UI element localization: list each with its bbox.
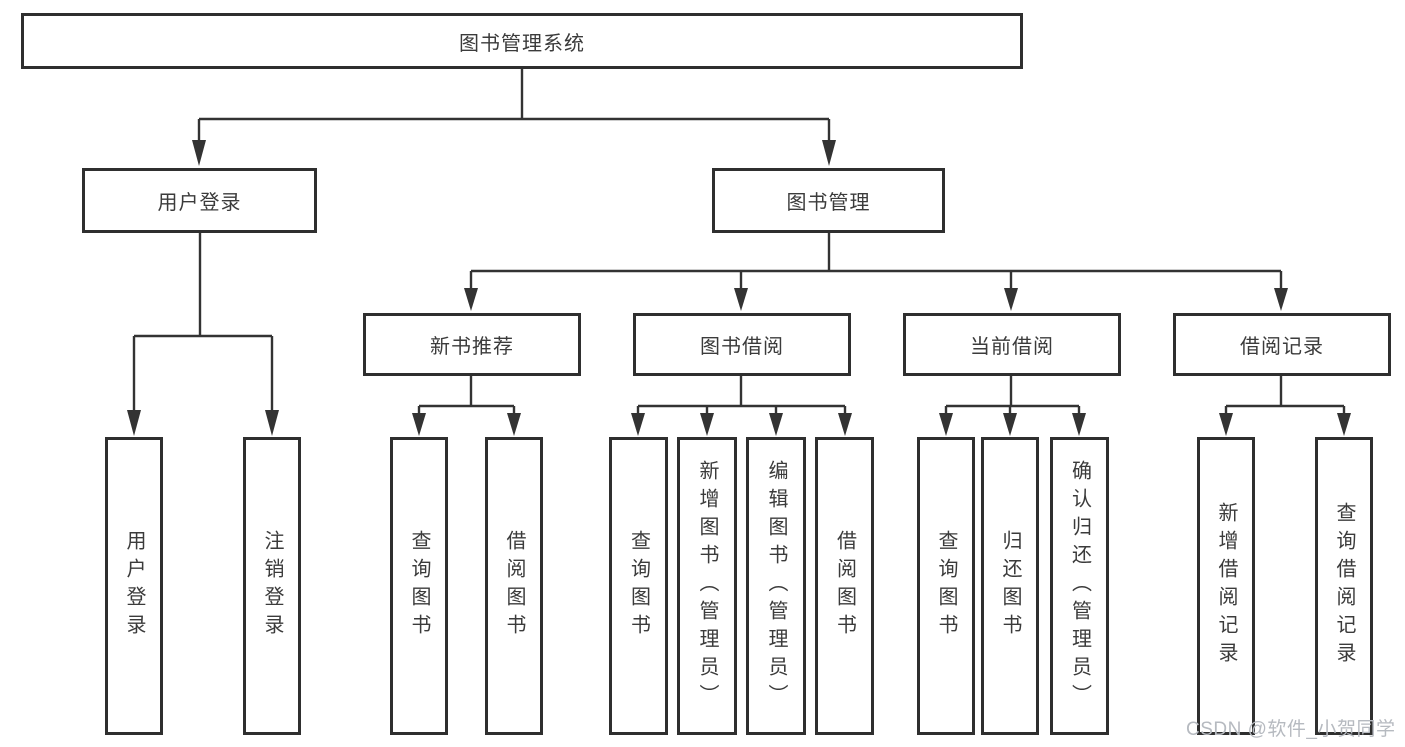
- leaf-return-books: 归还图书: [981, 437, 1039, 735]
- arrow-down-icon: [1003, 413, 1017, 436]
- node-current-borrowing: 当前借阅: [903, 313, 1121, 376]
- arrow-down-icon: [700, 413, 714, 436]
- leaf-label: 确认归还（管理员）: [1068, 460, 1091, 712]
- arrow-down-icon: [769, 413, 783, 436]
- leaf-label: 注销登录: [261, 530, 283, 642]
- leaf-borrow-books: 借阅图书: [485, 437, 543, 735]
- leaf-label: 借阅图书: [833, 530, 856, 642]
- leaf-label: 归还图书: [999, 530, 1021, 642]
- arrow-down-icon: [838, 413, 852, 436]
- leaf-label: 查询图书: [935, 530, 957, 642]
- leaf-borrow-books: 借阅图书: [815, 437, 874, 735]
- leaf-label: 新增借阅记录: [1215, 502, 1237, 670]
- arrow-down-icon: [127, 410, 141, 436]
- arrow-down-icon: [265, 410, 279, 436]
- leaf-label: 新增图书（管理员）: [696, 460, 718, 712]
- leaf-query-books: 查询图书: [917, 437, 975, 735]
- node-user-login: 用户登录: [82, 168, 317, 233]
- node-book-management: 图书管理: [712, 168, 945, 233]
- leaf-label: 查询图书: [408, 530, 430, 642]
- arrow-down-icon: [734, 288, 748, 311]
- arrow-down-icon: [939, 413, 953, 436]
- node-label: 新书推荐: [430, 336, 514, 358]
- leaf-label: 查询图书: [627, 530, 650, 642]
- arrow-down-icon: [1274, 288, 1288, 311]
- leaf-label: 查询借阅记录: [1333, 502, 1355, 670]
- leaf-label: 用户登录: [123, 530, 145, 642]
- arrow-down-icon: [1219, 413, 1233, 436]
- arrow-down-icon: [507, 413, 521, 436]
- arrow-down-icon: [464, 288, 478, 311]
- leaf-confirm-return-admin: 确认归还（管理员）: [1050, 437, 1109, 735]
- watermark: CSDN @软件_小贺同学: [1186, 719, 1396, 740]
- arrow-down-icon: [412, 413, 426, 436]
- leaf-query-books: 查询图书: [390, 437, 448, 735]
- node-label: 借阅记录: [1240, 336, 1324, 358]
- leaf-add-books-admin: 新增图书（管理员）: [677, 437, 737, 735]
- leaf-user-login: 用户登录: [105, 437, 163, 735]
- node-library-system: 图书管理系统: [21, 13, 1023, 69]
- node-label: 当前借阅: [970, 336, 1054, 358]
- node-label: 图书管理系统: [459, 32, 585, 55]
- arrow-down-icon: [1004, 288, 1018, 311]
- leaf-logout: 注销登录: [243, 437, 301, 735]
- node-new-book-recommend: 新书推荐: [363, 313, 581, 376]
- node-borrowing-records: 借阅记录: [1173, 313, 1391, 376]
- leaf-add-borrow-record: 新增借阅记录: [1197, 437, 1255, 735]
- node-book-borrowing: 图书借阅: [633, 313, 851, 376]
- leaf-query-books: 查询图书: [609, 437, 668, 735]
- arrow-down-icon: [822, 140, 836, 166]
- arrow-down-icon: [1072, 413, 1086, 436]
- arrow-down-icon: [192, 140, 206, 166]
- arrow-down-icon: [1337, 413, 1351, 436]
- leaf-edit-books-admin: 编辑图书（管理员）: [746, 437, 806, 735]
- leaf-label: 编辑图书（管理员）: [765, 460, 787, 712]
- connector-shafts: [132, 69, 1346, 414]
- node-label: 图书借阅: [700, 336, 784, 358]
- leaf-query-borrow-record: 查询借阅记录: [1315, 437, 1373, 735]
- node-label: 用户登录: [157, 192, 242, 214]
- node-label: 图书管理: [786, 192, 871, 214]
- arrow-down-icon: [631, 413, 645, 436]
- leaf-label: 借阅图书: [503, 530, 525, 642]
